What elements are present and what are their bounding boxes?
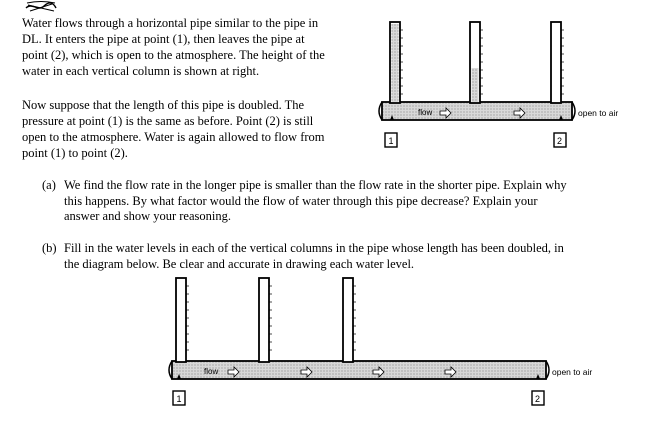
column-3: [342, 277, 354, 363]
long-pipe-diagram: flow open to air 1 2: [168, 277, 592, 406]
column-2: [258, 277, 270, 363]
water-level-col-1: [391, 24, 399, 102]
scribble-mark: [25, 1, 57, 12]
short-pipe-diagram: flow open to air 1 2: [378, 21, 618, 148]
text-line: answer and show your reasoning.: [64, 209, 231, 223]
text-line: Now suppose that the length of this pipe…: [22, 98, 305, 112]
intro-paragraph: Water flows through a horizontal pipe si…: [22, 15, 367, 79]
point-1-marker: [177, 374, 181, 379]
point-2-label: 2: [535, 394, 540, 404]
point-2-label: 2: [557, 136, 562, 146]
column-tick-marks: [400, 29, 564, 95]
point-1-marker: [390, 115, 394, 120]
text-line: DL. It enters the pipe at point (1), the…: [22, 32, 305, 46]
text-line: Water flows through a horizontal pipe si…: [22, 16, 319, 30]
question-a-label: (a): [42, 178, 56, 192]
open-to-air-label: open to air: [578, 108, 618, 118]
text-line: We find the flow rate in the longer pipe…: [64, 178, 567, 192]
arrow-right-icon: [372, 366, 385, 378]
column-3: [550, 21, 562, 104]
text-line: the diagram below. Be clear and accurate…: [64, 256, 415, 271]
column-1: [175, 277, 187, 363]
point-1-label: 1: [389, 136, 394, 146]
flow-label: flow: [204, 367, 218, 376]
flow-label: flow: [418, 108, 432, 117]
text-line: point (1) to point (2).: [22, 146, 128, 160]
arrow-right-icon: [444, 366, 457, 378]
point-2-marker: [559, 115, 563, 120]
doubled-pipe-paragraph: Now suppose that the length of this pipe…: [22, 97, 367, 161]
text-line: point (2), which is open to the atmosphe…: [22, 48, 325, 62]
arrow-right-icon: [439, 107, 452, 119]
text-line: this happens. By what factor would the f…: [64, 193, 538, 208]
column-2: [469, 21, 481, 104]
pipe-body: [381, 101, 573, 121]
open-to-air-label: open to air: [552, 367, 592, 377]
point-1-label: 1: [177, 394, 182, 404]
text-line: water in each vertical column is shown a…: [22, 64, 260, 78]
arrow-right-icon: [227, 366, 240, 378]
arrow-right-icon: [513, 107, 526, 119]
text-line: pressure at point (1) is the same as bef…: [22, 114, 314, 128]
text-line: Fill in the water levels in each of the …: [64, 241, 564, 255]
column-tick-marks: [186, 285, 356, 351]
text-line: open to the atmosphere. Water is again a…: [22, 130, 325, 144]
water-level-col-2: [471, 68, 479, 102]
question-b-label: (b): [42, 241, 57, 255]
arrow-right-icon: [300, 366, 313, 378]
point-2-marker: [536, 374, 540, 379]
